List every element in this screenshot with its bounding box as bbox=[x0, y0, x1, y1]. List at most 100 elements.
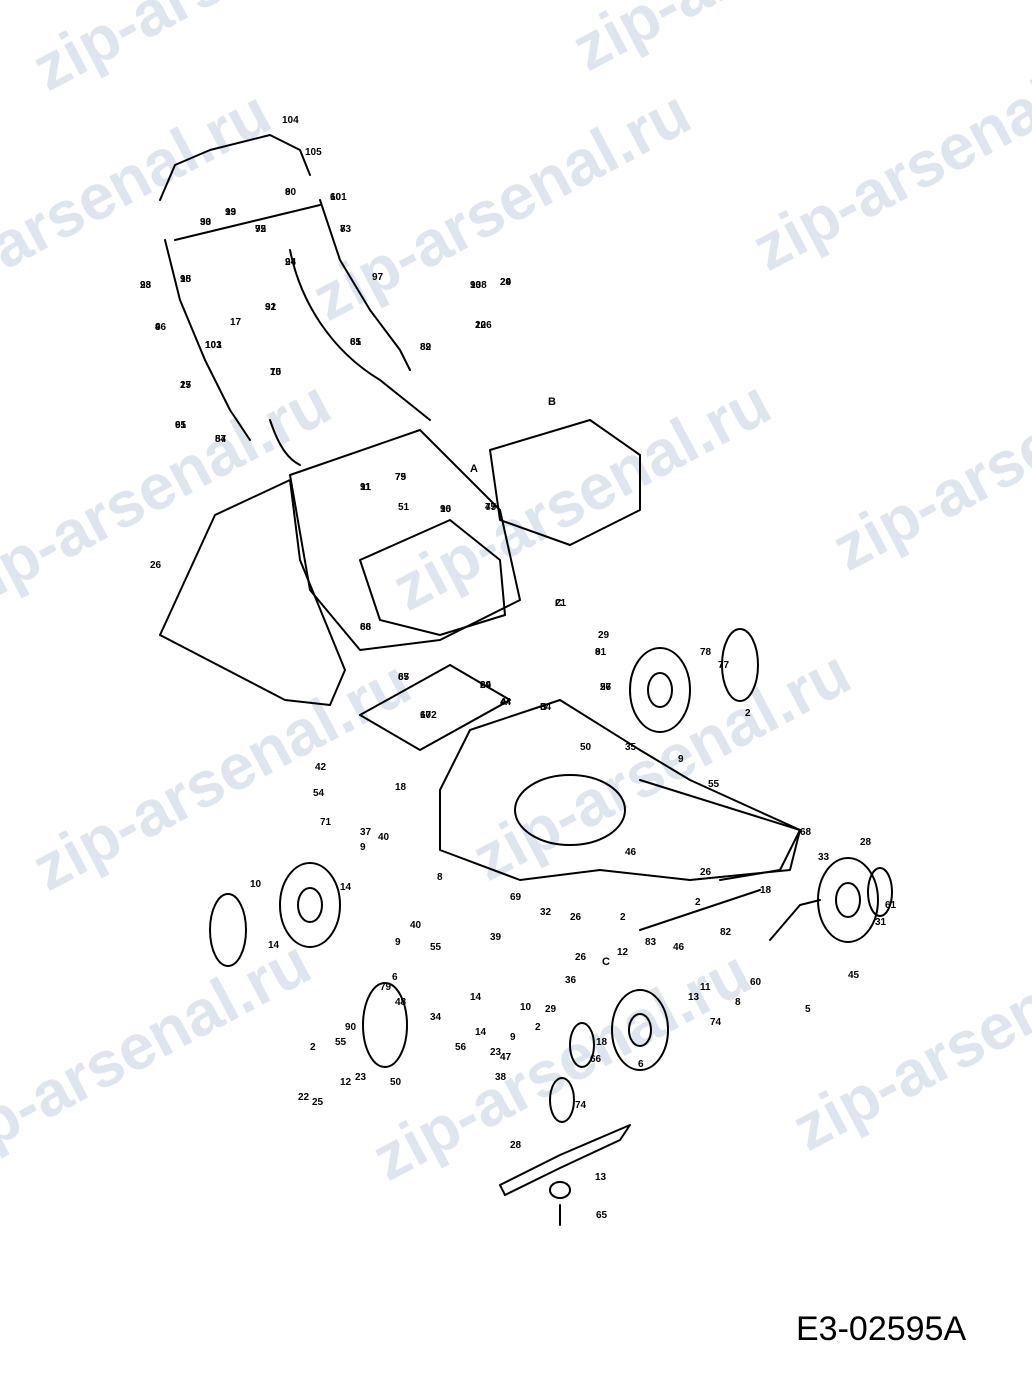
label: 2 bbox=[745, 708, 751, 719]
label: 29 bbox=[598, 630, 610, 641]
label: 95 bbox=[255, 224, 267, 235]
label: 79 bbox=[380, 982, 392, 993]
label: 84 bbox=[215, 434, 227, 445]
label: 28 bbox=[510, 1140, 522, 1151]
grass-bag bbox=[159, 479, 346, 706]
label: 44 bbox=[500, 697, 512, 708]
label: 47 bbox=[485, 502, 497, 513]
label: 26 bbox=[600, 682, 612, 693]
label: 30 bbox=[200, 217, 212, 228]
label: 24 bbox=[285, 257, 297, 268]
label: 93 bbox=[140, 280, 152, 291]
label: 8 bbox=[437, 872, 443, 883]
wheel-rear-right bbox=[629, 647, 691, 733]
label: 42 bbox=[315, 762, 327, 773]
label: 65 bbox=[350, 337, 362, 348]
label: 108 bbox=[470, 280, 487, 291]
label: 94 bbox=[285, 257, 297, 268]
assembly-letter: C bbox=[602, 956, 610, 968]
label: 8 bbox=[285, 187, 291, 198]
label: 8 bbox=[735, 997, 741, 1008]
label: 17 bbox=[230, 317, 242, 328]
label: 90 bbox=[345, 1022, 357, 1033]
part-labels: 104 105 97 17 26 51 9 55 18 12 79 8 45 6… bbox=[140, 115, 897, 1221]
label: 9 bbox=[678, 754, 684, 765]
label: 10 bbox=[250, 879, 262, 890]
label: 28 bbox=[860, 837, 872, 848]
label: 29 bbox=[545, 1004, 557, 1015]
label: 14 bbox=[268, 940, 280, 951]
label: 83 bbox=[340, 224, 352, 235]
label: 34 bbox=[430, 1012, 442, 1023]
wheel-front bbox=[611, 989, 669, 1071]
rear-axle bbox=[639, 889, 761, 931]
hub-cap bbox=[569, 1022, 595, 1068]
hub-cap bbox=[209, 893, 247, 967]
rear-flap bbox=[359, 664, 511, 751]
label: 25 bbox=[312, 1097, 324, 1108]
label: 99 bbox=[225, 207, 237, 218]
label: 40 bbox=[378, 832, 390, 843]
wheel-right-hub bbox=[835, 882, 861, 918]
label: 38 bbox=[495, 1072, 507, 1083]
wheel-front-hub bbox=[628, 1013, 652, 1047]
label: 31 bbox=[875, 917, 887, 928]
label: 75 bbox=[395, 472, 407, 483]
label: 13 bbox=[225, 207, 237, 218]
hub-cap bbox=[721, 628, 759, 702]
label: 31 bbox=[265, 302, 277, 313]
height-adjuster bbox=[769, 899, 821, 941]
label: 97 bbox=[372, 272, 384, 283]
label: 18 bbox=[760, 885, 772, 896]
label: 78 bbox=[700, 647, 712, 658]
label: 93 bbox=[470, 280, 482, 291]
label: 6 bbox=[392, 972, 398, 983]
label: 45 bbox=[848, 970, 860, 981]
label: 92 bbox=[265, 302, 277, 313]
label: 14 bbox=[340, 882, 352, 893]
label: 74 bbox=[710, 1017, 722, 1028]
label: 15 bbox=[180, 380, 192, 391]
label: 16 bbox=[440, 504, 452, 515]
reference-code: E3-02595A bbox=[796, 1310, 967, 1348]
label: 65 bbox=[596, 1210, 608, 1221]
label: 26 bbox=[700, 867, 712, 878]
blade-adapter bbox=[549, 1077, 575, 1123]
motor bbox=[489, 419, 641, 546]
label: 26 bbox=[575, 952, 587, 963]
label: 106 bbox=[475, 320, 492, 331]
label: 22 bbox=[298, 1092, 310, 1103]
label: 71 bbox=[320, 817, 332, 828]
label: 104 bbox=[282, 115, 299, 126]
label: 39 bbox=[490, 932, 502, 943]
label: 90 bbox=[440, 504, 452, 515]
wheel-rear-right-hub bbox=[647, 672, 673, 708]
bag-frame bbox=[289, 429, 521, 651]
label: 66 bbox=[590, 1054, 602, 1065]
label: 9 bbox=[360, 842, 366, 853]
label: 2 bbox=[535, 1022, 541, 1033]
label: 29 bbox=[480, 680, 492, 691]
blade-washer bbox=[549, 1181, 571, 1199]
bag-lid bbox=[359, 519, 506, 636]
label: 6 bbox=[638, 1059, 644, 1070]
label: 66 bbox=[360, 622, 372, 633]
label: 57 bbox=[600, 682, 612, 693]
label: 11 bbox=[700, 982, 711, 993]
label: 18 bbox=[596, 1037, 608, 1048]
label: 83 bbox=[645, 937, 657, 948]
label: 68 bbox=[800, 827, 812, 838]
label: 55 bbox=[708, 779, 720, 790]
label: 55 bbox=[335, 1037, 347, 1048]
upper-handle bbox=[159, 134, 311, 201]
label: 14 bbox=[475, 1027, 487, 1038]
label: 33 bbox=[818, 852, 830, 863]
label: 10 bbox=[520, 1002, 532, 1013]
label: 40 bbox=[410, 920, 422, 931]
handle-left-rail bbox=[164, 239, 251, 441]
label: 75 bbox=[485, 502, 497, 513]
label: 55 bbox=[430, 942, 442, 953]
label: 91 bbox=[595, 647, 607, 658]
label: 81 bbox=[350, 337, 362, 348]
label: 57 bbox=[215, 434, 227, 445]
